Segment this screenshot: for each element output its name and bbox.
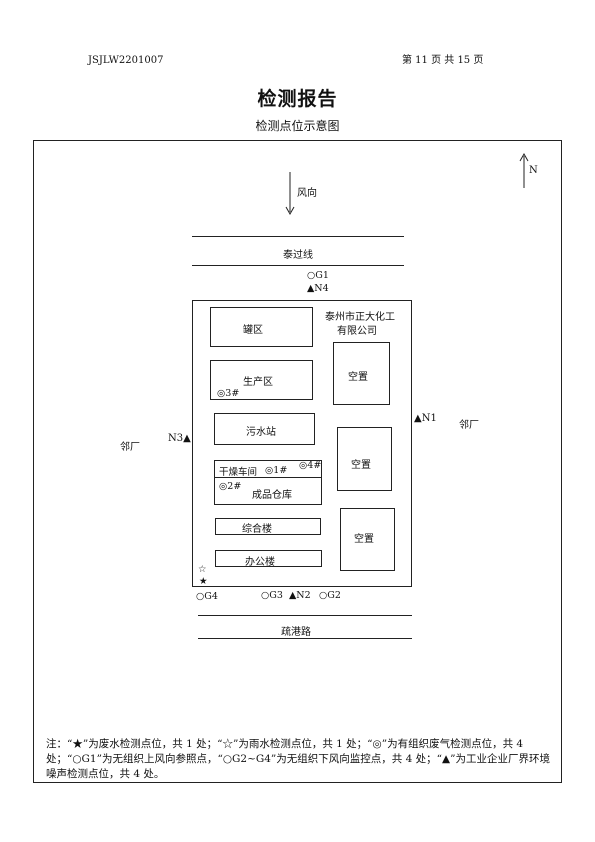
road-south-label: 疏港路 — [281, 627, 311, 638]
diagram-frame — [33, 140, 562, 783]
diagram-title: 检测点位示意图 — [255, 119, 340, 133]
area-drying — [214, 460, 322, 478]
point-1: ◎1# — [265, 465, 288, 476]
area-tank — [210, 307, 313, 347]
plant-boundary — [192, 300, 412, 587]
area-complex-label: 综合楼 — [242, 524, 272, 535]
point-n2: ▲N2 — [289, 590, 311, 601]
point-4: ◎4# — [299, 460, 322, 471]
area-vacant-3-label: 空置 — [354, 534, 374, 545]
area-complex — [215, 518, 321, 535]
point-n3: N3▲ — [168, 433, 191, 444]
area-tank-label: 罐区 — [243, 325, 263, 336]
company-name-line2: 有限公司 — [337, 326, 377, 337]
area-vacant-1-label: 空置 — [348, 372, 368, 383]
point-2: ◎2# — [219, 481, 242, 492]
point-g1: ○G1 — [307, 270, 329, 281]
wind-direction-arrow-icon — [285, 172, 295, 216]
area-sewage — [214, 413, 315, 445]
area-production-label: 生产区 — [243, 377, 273, 388]
road-south-lower-edge — [198, 638, 412, 639]
road-north-upper-edge — [192, 236, 404, 237]
point-n1: ▲N1 — [414, 413, 437, 424]
area-vacant-1 — [333, 342, 390, 405]
area-drying-label: 干燥车间 — [219, 467, 258, 478]
point-wastewater: ★ — [199, 576, 208, 587]
north-label: N — [529, 165, 538, 176]
area-vacant-2-label: 空置 — [351, 460, 371, 471]
point-g4: ○G4 — [196, 591, 218, 602]
point-g3: ○G3 — [261, 590, 283, 601]
legend-note: 注：“★”为废水检测点位，共 1 处；“☆”为雨水检测点位，共 1 处；“◎”为… — [46, 738, 550, 780]
area-sewage-label: 污水站 — [246, 427, 276, 438]
point-3: ◎3# — [217, 388, 240, 399]
area-office — [215, 550, 322, 567]
page-number: 第 11 页 共 15 页 — [402, 55, 484, 66]
road-north-label: 泰过线 — [283, 250, 313, 261]
area-vacant-2 — [337, 427, 392, 491]
point-g2: ○G2 — [319, 590, 341, 601]
point-n4: ▲N4 — [307, 283, 329, 294]
road-south-upper-edge — [198, 615, 412, 616]
road-north-lower-edge — [192, 265, 404, 266]
neighbor-west: 邻厂 — [120, 442, 140, 453]
area-office-label: 办公楼 — [245, 557, 275, 568]
area-vacant-3 — [340, 508, 395, 571]
point-rainwater: ☆ — [198, 564, 207, 575]
document-id: JSJLW2201007 — [88, 55, 164, 66]
area-warehouse-label: 成品仓库 — [252, 490, 292, 501]
area-production — [210, 360, 313, 400]
company-name-line1: 泰州市正大化工 — [325, 312, 395, 323]
wind-label: 风向 — [297, 188, 317, 199]
neighbor-east: 邻厂 — [459, 420, 479, 431]
report-title: 检测报告 — [257, 88, 338, 110]
north-arrow-icon — [519, 152, 529, 188]
